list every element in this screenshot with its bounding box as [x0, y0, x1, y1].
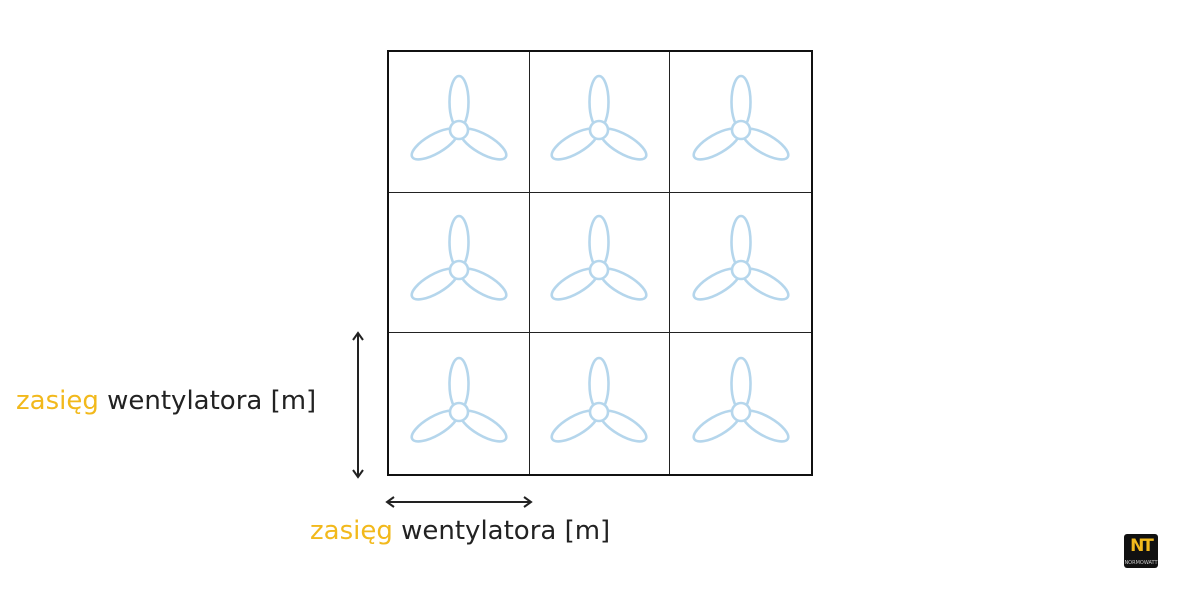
horizontal-double-arrow-icon	[385, 496, 533, 508]
fan-icon	[547, 356, 652, 449]
logo-mark: NT	[1130, 536, 1154, 556]
range-label-text: wentylatora [m]	[392, 516, 611, 546]
fan-icon	[547, 74, 652, 167]
fan-icon	[406, 356, 511, 449]
horizontal-range-label: zasięg wentylatora [m]	[310, 516, 610, 546]
grid-cell	[389, 192, 530, 334]
grid-cell	[389, 52, 530, 193]
grid-cell	[670, 333, 811, 474]
logo-text: NORMOWATT	[1124, 560, 1158, 566]
grid-cell	[530, 333, 671, 474]
grid-cell	[529, 192, 671, 334]
range-highlight-word: zasięg	[310, 516, 393, 546]
grid-cell	[529, 52, 671, 193]
vertical-range-label: zasięg wentylatora [m]	[16, 386, 316, 416]
grid-cell	[670, 52, 811, 193]
fan-icon	[406, 74, 511, 167]
fan-icon	[406, 215, 511, 308]
fan-icon	[688, 356, 793, 449]
fan-grid	[387, 50, 813, 476]
vertical-double-arrow-icon	[352, 331, 364, 479]
grid-cell	[670, 193, 811, 334]
fan-icon	[547, 215, 652, 308]
fan-icon	[688, 74, 793, 167]
grid-cell	[389, 333, 530, 474]
fan-icon	[688, 215, 793, 308]
brand-logo: NT NORMOWATT	[1124, 534, 1158, 568]
range-label-text: wentylatora [m]	[98, 386, 317, 416]
range-highlight-word: zasięg	[16, 386, 99, 416]
